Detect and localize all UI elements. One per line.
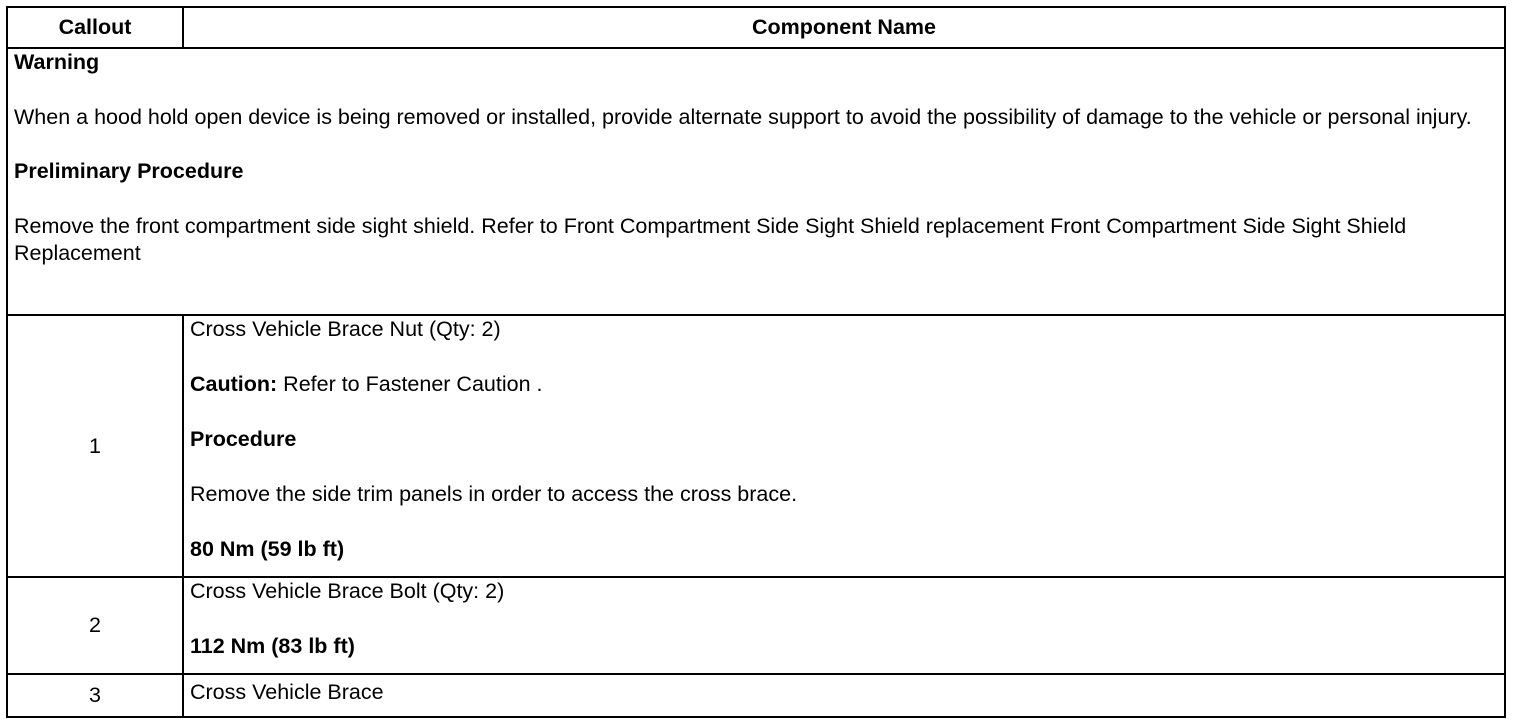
table-row: 1 Cross Vehicle Brace Nut (Qty: 2) Cauti… [6, 314, 1506, 579]
intro-row: Warning When a hood hold open device is … [6, 47, 1506, 317]
component-name: Cross Vehicle Brace Bolt (Qty: 2) [190, 579, 505, 604]
component-name: Cross Vehicle Brace Nut (Qty: 2) [190, 317, 501, 342]
component-cell: Cross Vehicle Brace Bolt (Qty: 2) 112 Nm… [182, 576, 1506, 675]
component-cell: Cross Vehicle Brace Nut (Qty: 2) Caution… [182, 314, 1506, 579]
caution-label: Caution: [190, 372, 278, 397]
callout-number: 3 [6, 672, 184, 719]
component-name: Cross Vehicle Brace [190, 679, 384, 704]
caution-line: Caution: Refer to Fastener Caution . [190, 371, 1498, 398]
procedure-text: Remove the side trim panels in order to … [190, 482, 798, 507]
warning-title: Warning [14, 50, 100, 75]
procedure-title: Procedure [190, 427, 297, 452]
table-row: 3 Cross Vehicle Brace [6, 672, 1506, 719]
intro-cell: Warning When a hood hold open device is … [6, 47, 1506, 317]
caution-text: Refer to Fastener Caution . [277, 372, 543, 397]
warning-text: When a hood hold open device is being re… [14, 105, 1472, 130]
torque-spec: 80 Nm (59 lb ft) [190, 537, 345, 562]
component-cell: Cross Vehicle Brace [182, 672, 1506, 719]
preliminary-text: Remove the front compartment side sight … [14, 214, 1407, 266]
header-row: Callout Component Name [6, 5, 1506, 50]
preliminary-title: Preliminary Procedure [14, 159, 244, 184]
torque-spec: 112 Nm (83 lb ft) [190, 634, 355, 659]
callout-header: Callout [6, 5, 184, 50]
table-row: 2 Cross Vehicle Brace Bolt (Qty: 2) 112 … [6, 576, 1506, 675]
component-table: Callout Component Name Warning When a ho… [6, 5, 1506, 719]
callout-number: 2 [6, 576, 184, 675]
component-name-header: Component Name [182, 5, 1506, 50]
callout-number: 1 [6, 314, 184, 579]
